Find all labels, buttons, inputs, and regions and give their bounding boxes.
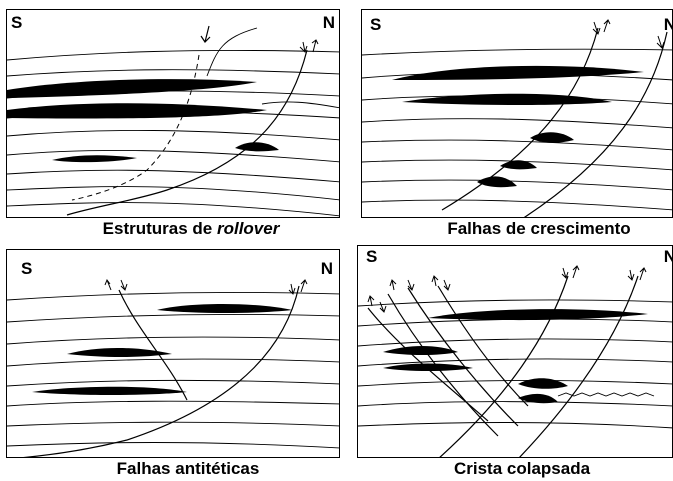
panel-growth-faults: S N [361,9,673,218]
sand-body-2 [67,348,172,357]
fault-arrow-icon [603,19,611,33]
fault-arrow-icon [389,279,397,291]
sand-body-3 [32,386,187,395]
fault-arrow-icon [656,35,665,49]
antithetic-fault [118,289,188,401]
crestal-fault-1 [367,307,489,422]
fault-arrow-icon [639,267,647,281]
sand-body-5 [518,393,558,404]
label-north: N [320,259,333,278]
crestal-fault-6 [519,275,639,457]
crestal-fault-4 [437,285,529,407]
fault-arrow-icon [407,279,415,291]
fault-arrow-icon [300,279,308,293]
fault-arrow-icon [379,301,387,313]
panel-antithetic-faults: S N [6,249,340,458]
sand-body-2 [7,103,267,119]
rollover-cross-section [7,25,339,217]
sand-body-2 [383,346,458,355]
fault-arrow-icon [561,267,569,279]
sand-body-1 [392,65,644,80]
secondary-fault [71,54,200,201]
fault-arrow-icon [120,279,128,291]
crestal-fault-2 [387,293,499,437]
sand-body-3 [52,155,137,163]
sand-body-4 [235,142,279,152]
fault-arrow-icon [431,275,439,287]
sand-body-4 [518,378,568,389]
panel-collapsed-crest: S N [357,245,673,458]
sand-body-1 [7,79,257,98]
growth-fault-1 [441,27,599,211]
label-south: S [366,247,378,266]
down-arrow-icon [200,25,211,43]
fault-arrow-icon [572,265,580,279]
sand-body-3 [383,363,473,371]
fault-arrow-icon [367,295,375,307]
label-south: S [370,15,382,34]
antithetic-faults-cross-section [7,278,339,457]
sand-body-1 [428,309,648,321]
crestal-fault-3 [407,287,519,427]
caption-growth-faults: Falhas de crescimento [447,219,631,238]
fault-arrow-icon [443,279,451,291]
growth-faults-cross-section [362,19,672,217]
label-south: S [21,259,33,278]
fault-arrow-icon [592,21,601,35]
fault-arrow-icon [299,41,308,53]
sand-body-3 [530,132,574,143]
label-north: N [664,16,672,33]
fault-arrow-icon [311,39,319,53]
label-south: S [11,13,23,32]
listric-fault [66,49,308,216]
label-north: N [664,248,672,265]
fault-arrow-icon [104,278,112,291]
master-fault [23,285,300,457]
fault-arrow-icon [627,269,635,281]
sand-body-1 [157,304,292,313]
label-north: N [322,13,335,32]
panel-rollover: S N [6,9,340,218]
caption-antithetic-faults: Falhas antitéticas [116,459,260,478]
sand-body-5 [477,176,517,188]
collapsed-crest-cross-section [358,265,672,457]
growth-fault-2 [523,31,668,217]
fault-arrow-icon [288,283,296,295]
crestal-fault-5 [439,275,569,457]
caption-collapsed-crest: Crista colapsada [453,459,591,478]
caption-rollover: Estruturas de rollover [102,219,280,238]
sand-body-2 [402,93,612,105]
